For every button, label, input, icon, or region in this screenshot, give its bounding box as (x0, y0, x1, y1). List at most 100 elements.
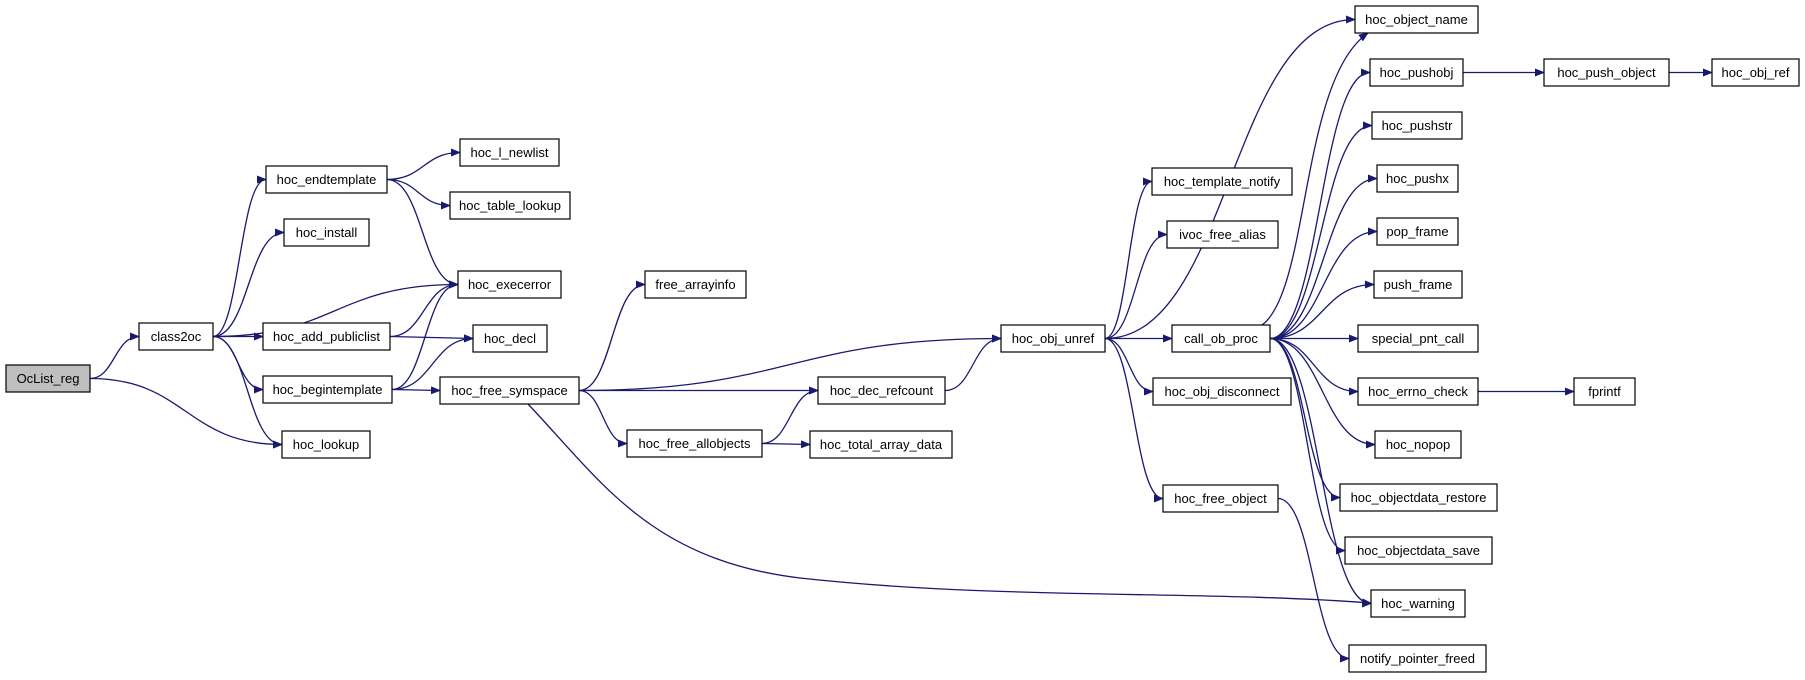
edge-hoc-endtemplate-to-hoc-execerror (386, 178, 459, 289)
node-hoc-install[interactable]: hoc_install (283, 218, 370, 247)
node-label: hoc_warning (1381, 596, 1455, 611)
nodes-layer: OcList_reg class2oc hoc_endtemplate hoc_ins… (5, 5, 1800, 673)
edge-oclist-reg-to-class2oc (89, 332, 140, 380)
node-hoc-obj-ref[interactable]: hoc_obj_ref (1711, 58, 1800, 87)
node-label: hoc_objectdata_save (1357, 543, 1480, 558)
node-box (459, 138, 560, 167)
edge-class2oc-to-hoc-lookup (212, 335, 283, 449)
node-oclist-reg[interactable]: OcList_reg (5, 364, 91, 393)
node-hoc-errno-check[interactable]: hoc_errno_check (1357, 377, 1479, 406)
node-pop-frame[interactable]: pop_frame (1376, 217, 1459, 246)
edge-hoc-endtemplate-to-hoc-table-lookup (386, 178, 451, 210)
edge-call-ob-proc-to-hoc-pushx (1269, 174, 1378, 340)
node-box (1162, 484, 1279, 513)
node-box (5, 364, 91, 393)
node-label: hoc_endtemplate (277, 172, 377, 187)
edge-hoc-begintemplate-to-hoc-execerror (391, 280, 459, 391)
node-label: hoc_push_object (1557, 65, 1656, 80)
node-label: class2oc (151, 329, 202, 344)
node-hoc-obj-unref[interactable]: hoc_obj_unref (1000, 324, 1106, 353)
node-label: hoc_nopop (1386, 437, 1450, 452)
node-box (809, 430, 953, 459)
edge-hoc-free-symspace-to-hoc-free-allobjects (578, 389, 628, 448)
node-push-frame[interactable]: push_frame (1373, 270, 1463, 299)
edge-hoc-free-allobjects-to-hoc-total-array-data (761, 440, 811, 449)
node-box (1357, 324, 1479, 353)
edge-call-ob-proc-to-hoc-objectdata-restore (1269, 337, 1341, 502)
node-box (644, 270, 747, 299)
node-box (262, 322, 391, 351)
node-label: hoc_obj_unref (1012, 331, 1095, 346)
node-label: hoc_free_object (1174, 491, 1267, 506)
node-box (1344, 536, 1493, 565)
node-special-pnt-call[interactable]: special_pnt_call (1357, 324, 1479, 353)
node-hoc-pushx[interactable]: hoc_pushx (1376, 164, 1459, 193)
node-hoc-nopop[interactable]: hoc_nopop (1374, 430, 1462, 459)
edge-hoc-free-object-to-notify-pointer-freed (1277, 497, 1350, 663)
node-hoc-objectdata-restore[interactable]: hoc_objectdata_restore (1339, 483, 1498, 512)
edge-call-ob-proc-to-pop-frame (1269, 227, 1378, 340)
node-class2oc[interactable]: class2oc (138, 322, 214, 351)
node-label: hoc_dec_refcount (830, 383, 934, 398)
node-box (1373, 270, 1463, 299)
node-hoc-table-lookup[interactable]: hoc_table_lookup (449, 191, 571, 220)
node-box (626, 429, 763, 458)
node-hoc-objectdata-save[interactable]: hoc_objectdata_save (1344, 536, 1493, 565)
node-call-ob-proc[interactable]: call_ob_proc (1171, 324, 1271, 353)
node-hoc-begintemplate[interactable]: hoc_begintemplate (262, 375, 393, 404)
edge-hoc-begintemplate-to-hoc-free-symspace (391, 386, 441, 395)
node-box (265, 165, 388, 194)
node-box (1376, 164, 1459, 193)
node-label: OcList_reg (17, 371, 80, 386)
node-label: hoc_obj_disconnect (1165, 384, 1280, 399)
node-label: free_arrayinfo (655, 277, 735, 292)
node-hoc-free-allobjects[interactable]: hoc_free_allobjects (626, 429, 763, 458)
node-fprintf[interactable]: fprintf (1573, 377, 1636, 406)
node-box (817, 376, 946, 405)
edge-hoc-add-publiclist-to-hoc-execerror (389, 280, 459, 338)
edge-call-ob-proc-to-hoc-nopop (1269, 337, 1376, 449)
node-hoc-obj-disconnect[interactable]: hoc_obj_disconnect (1152, 377, 1292, 406)
node-hoc-add-publiclist[interactable]: hoc_add_publiclist (262, 322, 391, 351)
node-label: hoc_template_notify (1164, 174, 1281, 189)
node-ivoc-free-alias[interactable]: ivoc_free_alias (1166, 220, 1279, 249)
node-label: hoc_begintemplate (273, 382, 383, 397)
node-box (1711, 58, 1800, 87)
node-hoc-endtemplate[interactable]: hoc_endtemplate (265, 165, 388, 194)
node-hoc-free-object[interactable]: hoc_free_object (1162, 484, 1279, 513)
node-label: hoc_lookup (293, 437, 360, 452)
node-hoc-template-notify[interactable]: hoc_template_notify (1151, 167, 1293, 196)
edge-hoc-free-symspace-to-free-arrayinfo (578, 280, 646, 392)
edge-hoc-obj-unref-to-hoc-obj-disconnect (1104, 337, 1154, 396)
node-label: notify_pointer_freed (1360, 651, 1475, 666)
node-hoc-warning[interactable]: hoc_warning (1370, 589, 1466, 618)
edge-call-ob-proc-to-hoc-objectdata-save (1269, 337, 1346, 555)
node-label: hoc_pushstr (1382, 118, 1453, 133)
node-free-arrayinfo[interactable]: free_arrayinfo (644, 270, 747, 299)
node-hoc-pushstr[interactable]: hoc_pushstr (1371, 111, 1463, 140)
node-hoc-push-object[interactable]: hoc_push_object (1543, 58, 1670, 87)
node-box (281, 430, 371, 459)
node-box (1543, 58, 1670, 87)
edge-hoc-obj-unref-to-ivoc-free-alias (1104, 230, 1168, 340)
node-hoc-execerror[interactable]: hoc_execerror (457, 270, 562, 299)
edge-hoc-obj-unref-to-hoc-template-notify (1104, 177, 1153, 340)
edge-call-ob-proc-to-hoc-pushobj (1269, 68, 1371, 340)
edge-call-ob-proc-to-push-frame (1269, 280, 1375, 340)
node-box (1152, 377, 1292, 406)
node-label: hoc_execerror (468, 277, 552, 292)
node-box (1369, 58, 1464, 87)
node-box (1371, 111, 1463, 140)
node-label: fprintf (1588, 384, 1621, 399)
node-hoc-decl[interactable]: hoc_decl (472, 324, 548, 353)
node-hoc-lookup[interactable]: hoc_lookup (281, 430, 371, 459)
node-box (283, 218, 370, 247)
node-hoc-total-array-data[interactable]: hoc_total_array_data (809, 430, 953, 459)
node-hoc-dec-refcount[interactable]: hoc_dec_refcount (817, 376, 946, 405)
node-hoc-free-symspace[interactable]: hoc_free_symspace (439, 376, 580, 405)
node-hoc-pushobj[interactable]: hoc_pushobj (1369, 58, 1464, 87)
node-hoc-object-name[interactable]: hoc_object_name (1354, 5, 1479, 34)
node-notify-pointer-freed[interactable]: notify_pointer_freed (1348, 644, 1487, 673)
node-hoc-l-newlist[interactable]: hoc_l_newlist (459, 138, 560, 167)
